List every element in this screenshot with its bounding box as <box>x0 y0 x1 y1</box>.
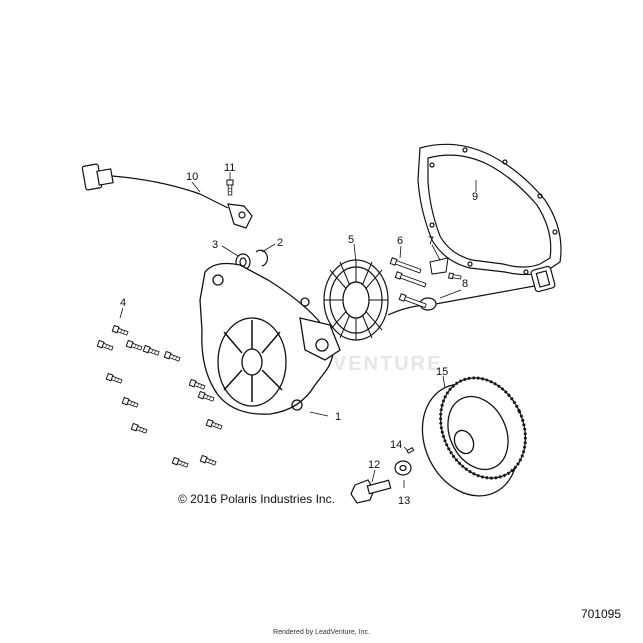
sensor-bolt <box>226 179 234 196</box>
copyright-text: © 2016 Polaris Industries Inc. <box>178 492 335 506</box>
stator-bolt <box>398 293 427 309</box>
gasket-part <box>417 143 562 276</box>
snap-ring-part <box>255 249 269 267</box>
callout-labels: 1 2 3 4 5 6 7 8 9 10 11 12 13 14 15 <box>120 162 478 507</box>
callout-12: 12 <box>368 459 380 471</box>
callout-3: 3 <box>212 239 218 251</box>
callout-8: 8 <box>462 278 468 290</box>
rendered-by-text: Rendered by LeadVenture, Inc. <box>273 629 370 636</box>
flywheel-bolt-part <box>350 479 392 504</box>
callout-14: 14 <box>390 439 402 451</box>
document-number: 701095 <box>580 607 621 621</box>
stator-bolt <box>394 271 427 288</box>
callout-7: 7 <box>428 235 434 247</box>
stator-cover-part <box>199 262 341 415</box>
sensor-harness-part <box>81 163 253 229</box>
callout-13: 13 <box>398 495 410 507</box>
retainer-clip-part <box>429 257 462 280</box>
callout-9: 9 <box>472 191 478 203</box>
callout-4: 4 <box>120 297 126 309</box>
callout-1: 1 <box>335 411 341 423</box>
flywheel-part <box>421 376 527 497</box>
callout-15: 15 <box>436 366 448 378</box>
callout-2: 2 <box>277 237 283 249</box>
callout-6: 6 <box>397 235 403 247</box>
watermark-text: ADVENTURE <box>300 353 442 375</box>
stator-harness-part <box>387 265 556 316</box>
stator-bolt <box>389 257 422 274</box>
key-part <box>406 446 415 454</box>
washer-part <box>394 460 412 476</box>
leader-lines <box>119 172 477 488</box>
callout-11: 11 <box>224 162 235 174</box>
stator-part <box>323 259 389 341</box>
callout-10: 10 <box>186 171 198 183</box>
callout-5: 5 <box>348 234 354 246</box>
